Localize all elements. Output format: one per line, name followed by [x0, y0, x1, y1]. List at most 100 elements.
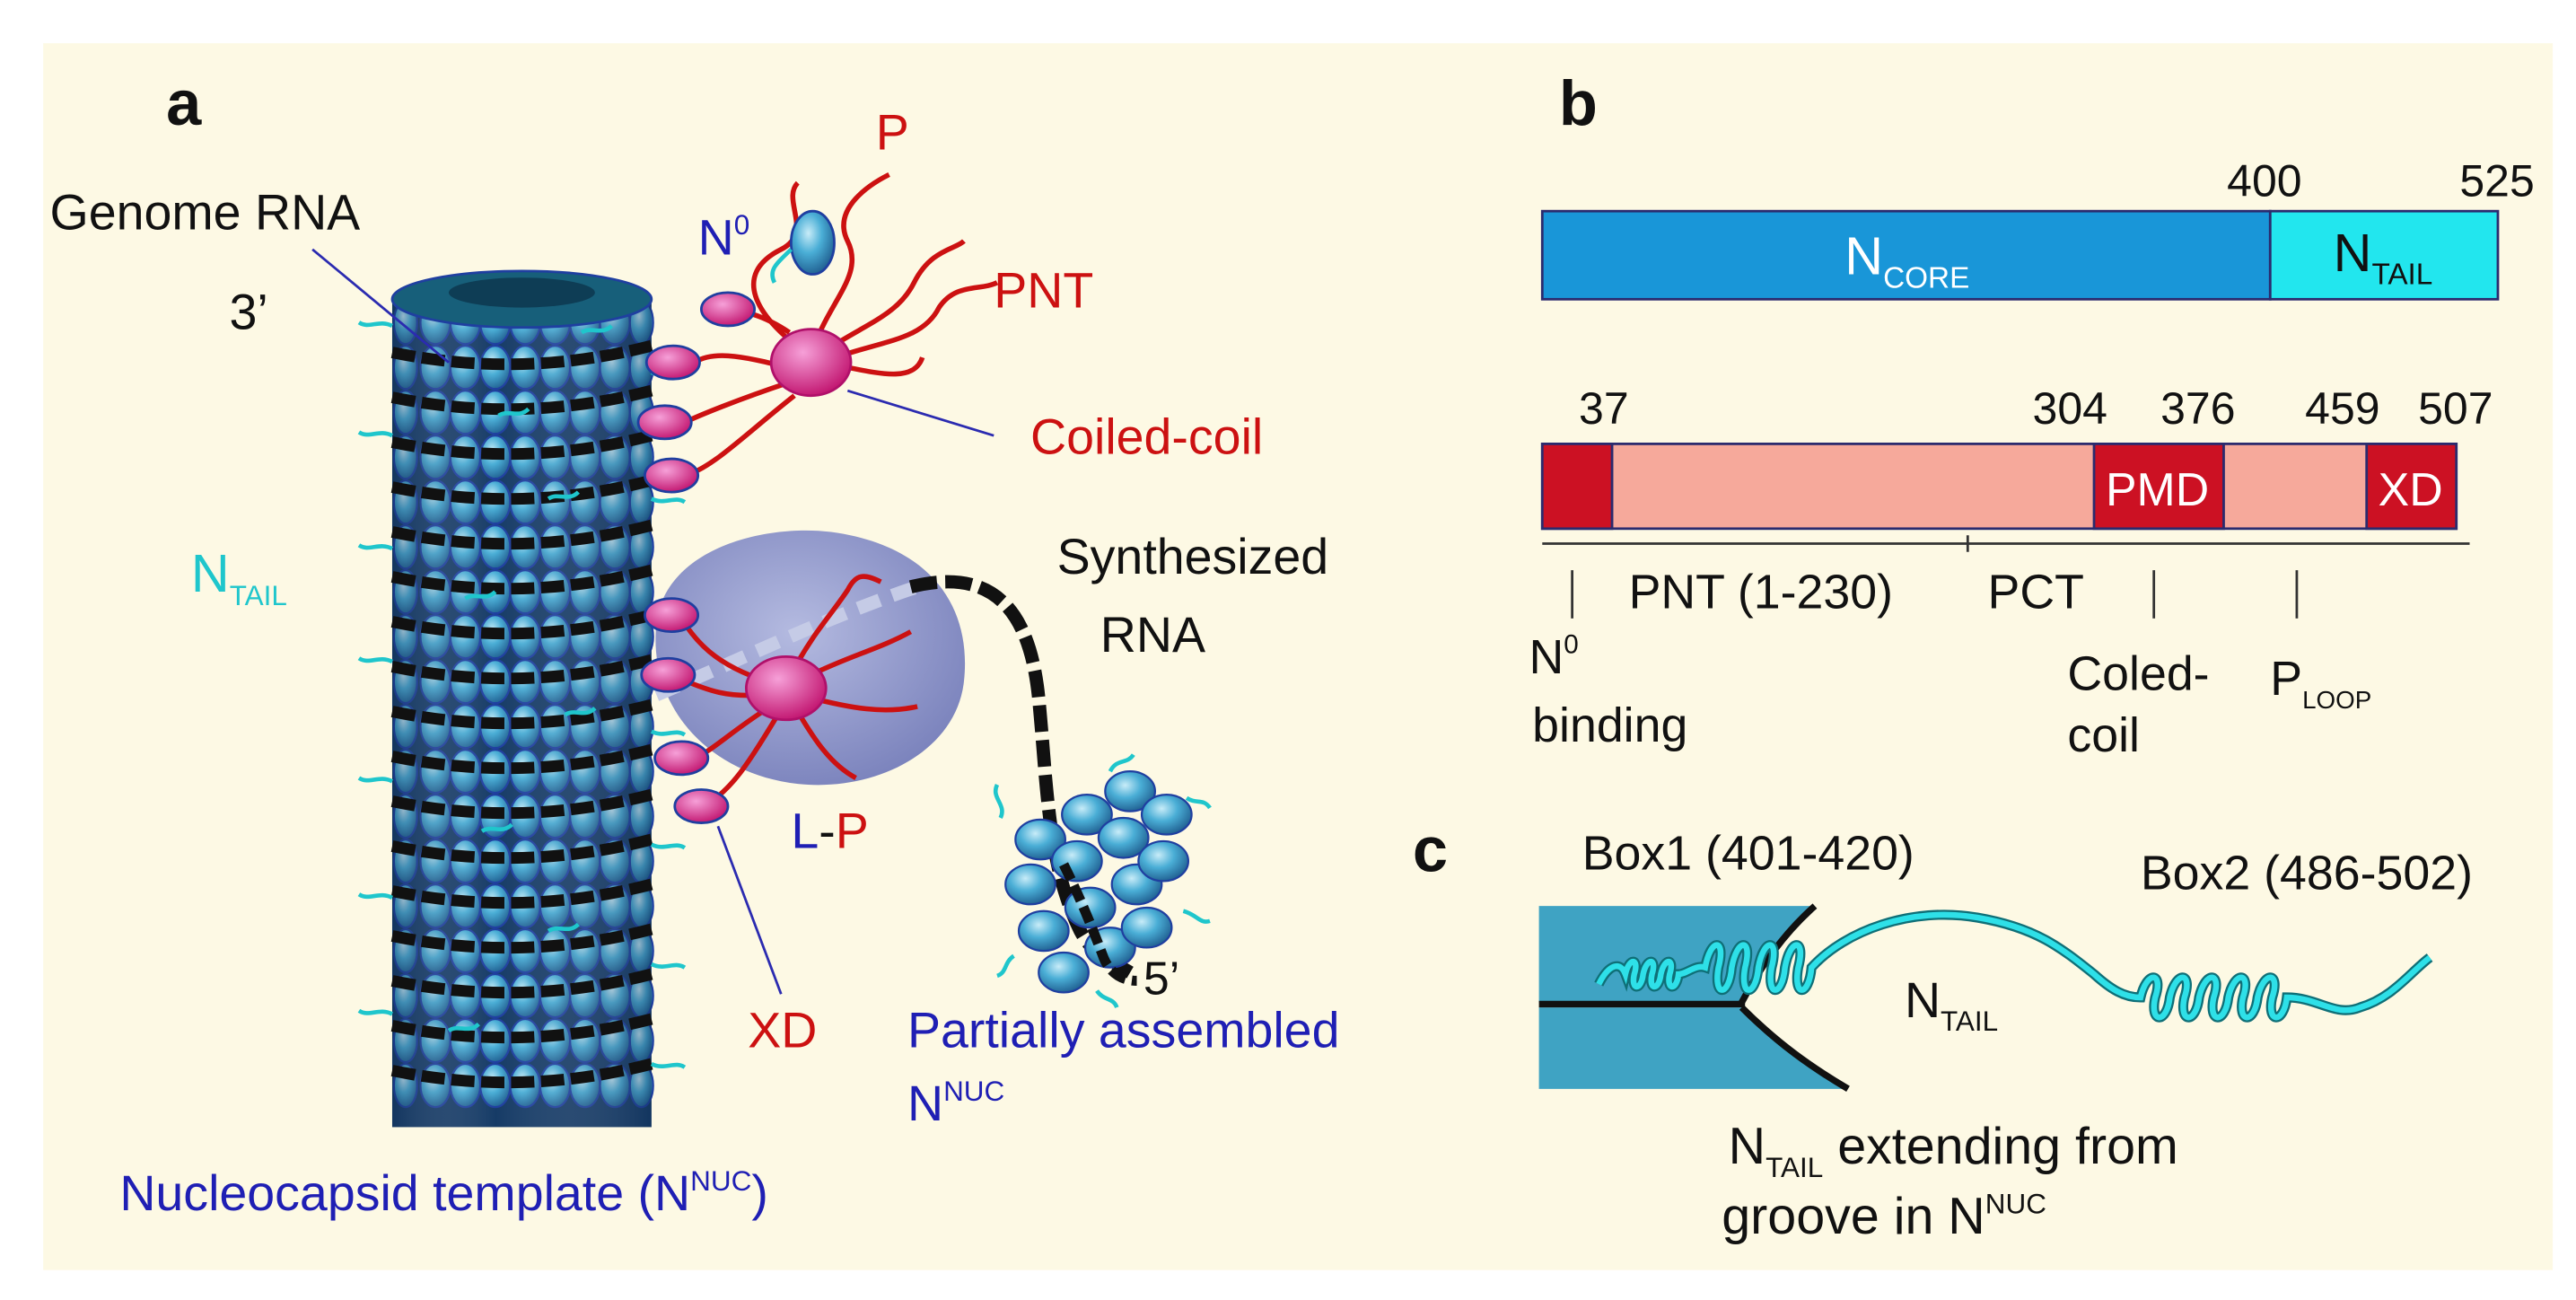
xd-domain: [644, 457, 700, 494]
partially-assembled-nucleocapsid: [993, 753, 1212, 1009]
assembled-bead: [1061, 793, 1113, 836]
p-number-304: 304: [2033, 383, 2107, 434]
xd-label-b: XD: [2379, 463, 2443, 515]
synthesized-label-line1: Synthesized: [1057, 529, 1329, 584]
nucleocapsid-template: [357, 269, 687, 1128]
rna-turn: [390, 609, 653, 640]
rna-turn: [390, 833, 653, 865]
rna-turn: [390, 788, 653, 820]
ntail-strand: [357, 543, 394, 551]
ntail-strand: [480, 822, 513, 833]
rna-turn: [390, 923, 653, 954]
panel-c-letter: c: [1413, 813, 1448, 884]
p-arm: [838, 356, 925, 377]
n0-label: N0: [698, 209, 750, 265]
n0-binding-label: N0: [1529, 630, 1578, 684]
cluster-tail: [993, 783, 1004, 820]
panel-c: c Box1 (401-420) Box2 (486-502) NTAIL NT…: [1413, 813, 2473, 1245]
xd-domain: [673, 788, 730, 824]
n-protein-bar: NCORE NTAIL 400 525: [1540, 156, 2535, 301]
ntail-strand: [650, 962, 687, 970]
ntail-strand: [357, 892, 394, 900]
panel-a-letter: a: [166, 67, 202, 138]
panel-b: b NCORE NTAIL 400 525 PMD XD 37 304 376 …: [1529, 67, 2534, 762]
xd-leader: [716, 825, 783, 995]
ntail-strand: [464, 590, 497, 601]
groove-edge-lower: [1739, 1005, 1850, 1093]
partially-assembled-label: Partially assembled: [907, 1003, 1339, 1058]
assembled-bead: [1050, 839, 1103, 883]
coiled-coil-label-line1: Coled-: [2067, 646, 2209, 700]
p-tetramer-upper: [636, 171, 999, 494]
ntail-strand: [650, 1061, 687, 1069]
ntail-strand: [447, 1022, 480, 1033]
ntail-strand: [650, 729, 687, 737]
p-backbone: [1540, 443, 2458, 531]
rna-turn: [390, 339, 653, 371]
assembled-bead: [1137, 839, 1190, 883]
five-prime-label: 5’: [1143, 952, 1179, 1004]
p-number-376: 376: [2160, 383, 2235, 434]
n0-binding-segment: [1540, 443, 1614, 531]
rna-turn: [390, 519, 653, 550]
rna-turn: [390, 1058, 653, 1089]
cluster-tail: [1108, 753, 1135, 773]
coiled-coil-label: Coiled-coil: [1030, 409, 1263, 465]
groove-lower-lobe: [1538, 1007, 1848, 1089]
n0-protein: [789, 209, 836, 276]
rna-turn: [390, 1013, 653, 1044]
synthesized-label-line2: RNA: [1100, 607, 1205, 663]
p-label: P: [876, 105, 909, 161]
xd-domain: [640, 656, 697, 693]
rna-turn: [390, 564, 653, 595]
coiled-coil-leader: [846, 389, 994, 437]
nnuc-label: NNUC: [907, 1076, 1004, 1131]
cluster-tail: [995, 953, 1015, 979]
pmd-label: PMD: [2106, 463, 2209, 515]
xd-label-a: XD: [748, 1003, 817, 1058]
assembled-bead: [1104, 770, 1156, 812]
ploop-label: PLOOP: [2270, 652, 2371, 714]
genome-rna-helix: [390, 339, 653, 1089]
ncore-label: NCORE: [1844, 226, 1969, 295]
pnt-domain-label: PNT (1-230): [1629, 566, 1893, 619]
box2-label: Box2 (486-502): [2141, 847, 2473, 900]
xd-domain: [636, 404, 693, 441]
three-prime-label: 3’: [230, 285, 268, 340]
ntail-label-a: NTAIL: [191, 543, 287, 611]
caption-line1: NTAIL extending from: [1729, 1118, 2178, 1183]
n0-tail: [770, 248, 793, 284]
rna-turn: [390, 878, 653, 909]
ntail-strand: [357, 1008, 394, 1016]
coiled-coil-hub: [744, 655, 828, 722]
assembled-bead: [1038, 951, 1090, 994]
panel-b-letter: b: [1559, 67, 1598, 138]
coiled-coil-hub: [769, 328, 853, 398]
ntail-strand: [564, 707, 597, 717]
polymerase-complex: [640, 530, 1134, 979]
nucleocapsid-template-label: Nucleocapsid template (NNUC): [119, 1165, 768, 1221]
ntail-strand: [357, 430, 394, 438]
assembled-bead: [1004, 863, 1056, 906]
caption-line2: groove in NNUC: [1722, 1188, 2046, 1245]
ntail-strand: [497, 407, 530, 417]
rna-turn: [390, 429, 653, 461]
ntail-strand: [547, 490, 580, 501]
p-number-459: 459: [2305, 383, 2379, 434]
rna-turn: [390, 743, 653, 775]
ntail-label-c: NTAIL: [1905, 972, 1998, 1037]
p-arm: [811, 171, 890, 347]
rna-turn: [390, 968, 653, 999]
ntail-strand: [650, 496, 687, 505]
p-annotation-track: PNT (1-230) PCT N0 binding Coled- coil P…: [1529, 535, 2470, 762]
p-number-37: 37: [1579, 383, 1629, 434]
ntail-strand: [357, 321, 394, 329]
ntail-strand: [357, 656, 394, 664]
ntail-strand: [357, 776, 394, 784]
n0-binding-label-line2: binding: [1532, 698, 1687, 752]
xd-domain: [699, 291, 757, 328]
p-arm: [688, 393, 796, 477]
rna-turn: [390, 384, 653, 416]
p-arm: [810, 629, 913, 678]
ntail-strand: [547, 922, 580, 933]
